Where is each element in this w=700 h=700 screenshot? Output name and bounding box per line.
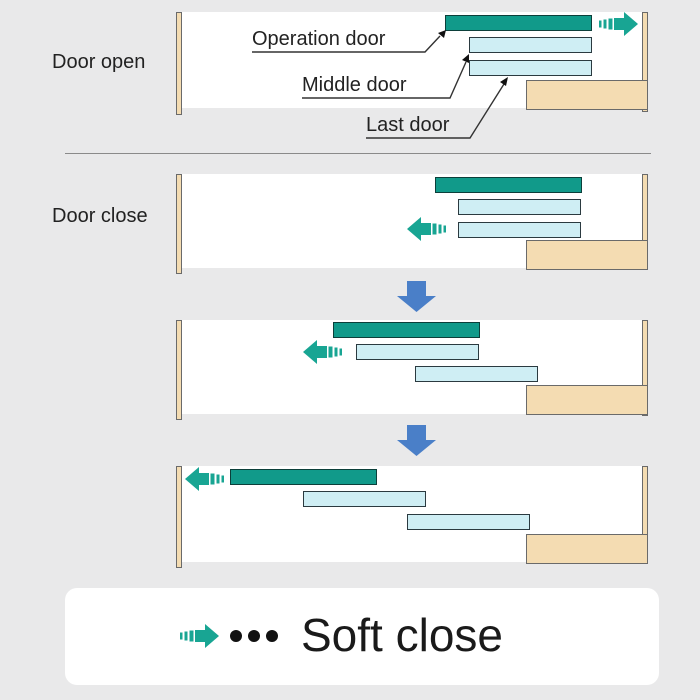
close-direction-arrow-1 [407,217,446,241]
middle-door-label: Middle door [302,74,407,96]
left-post [176,12,182,115]
middle-door [303,491,426,507]
middle-door-pointer [462,54,469,63]
middle-door [356,344,479,360]
section-divider [65,153,651,154]
operation-door [435,177,582,193]
door-open-label: Door open [52,51,146,73]
close-direction-arrow-3 [185,467,224,491]
left-post [176,320,182,420]
last-door [415,366,538,382]
middle-door [458,199,581,215]
last-door [469,60,592,76]
last-door-pointer [500,77,508,86]
legend-box [65,588,659,685]
door-close-label: Door close [52,205,148,227]
open-direction-arrow [599,12,638,36]
legend-dots-icon [230,630,278,642]
last-door-label: Last door [366,114,450,136]
door-frame [526,385,648,415]
left-post [176,174,182,274]
operation-door [230,469,377,485]
middle-door [469,37,592,53]
last-door [458,222,581,238]
legend-arrow-icon [180,624,219,648]
operation-door-pointer [438,30,446,38]
last-door-leader [366,83,505,139]
operation-door [333,322,480,338]
left-post [176,466,182,568]
middle-door-leader [302,61,467,99]
right-post [642,320,648,416]
operation-door-label: Operation door [252,28,386,50]
step-arrow-2 [397,425,436,456]
legend-label: Soft close [301,609,503,661]
door-frame [526,534,648,564]
close-direction-arrow-2 [303,340,342,364]
door-frame [526,240,648,270]
step-arrow-1 [397,281,436,312]
right-post [642,12,648,112]
last-door [407,514,530,530]
operation-door-leader [252,35,441,53]
door-frame [526,80,648,110]
operation-door [445,15,592,31]
